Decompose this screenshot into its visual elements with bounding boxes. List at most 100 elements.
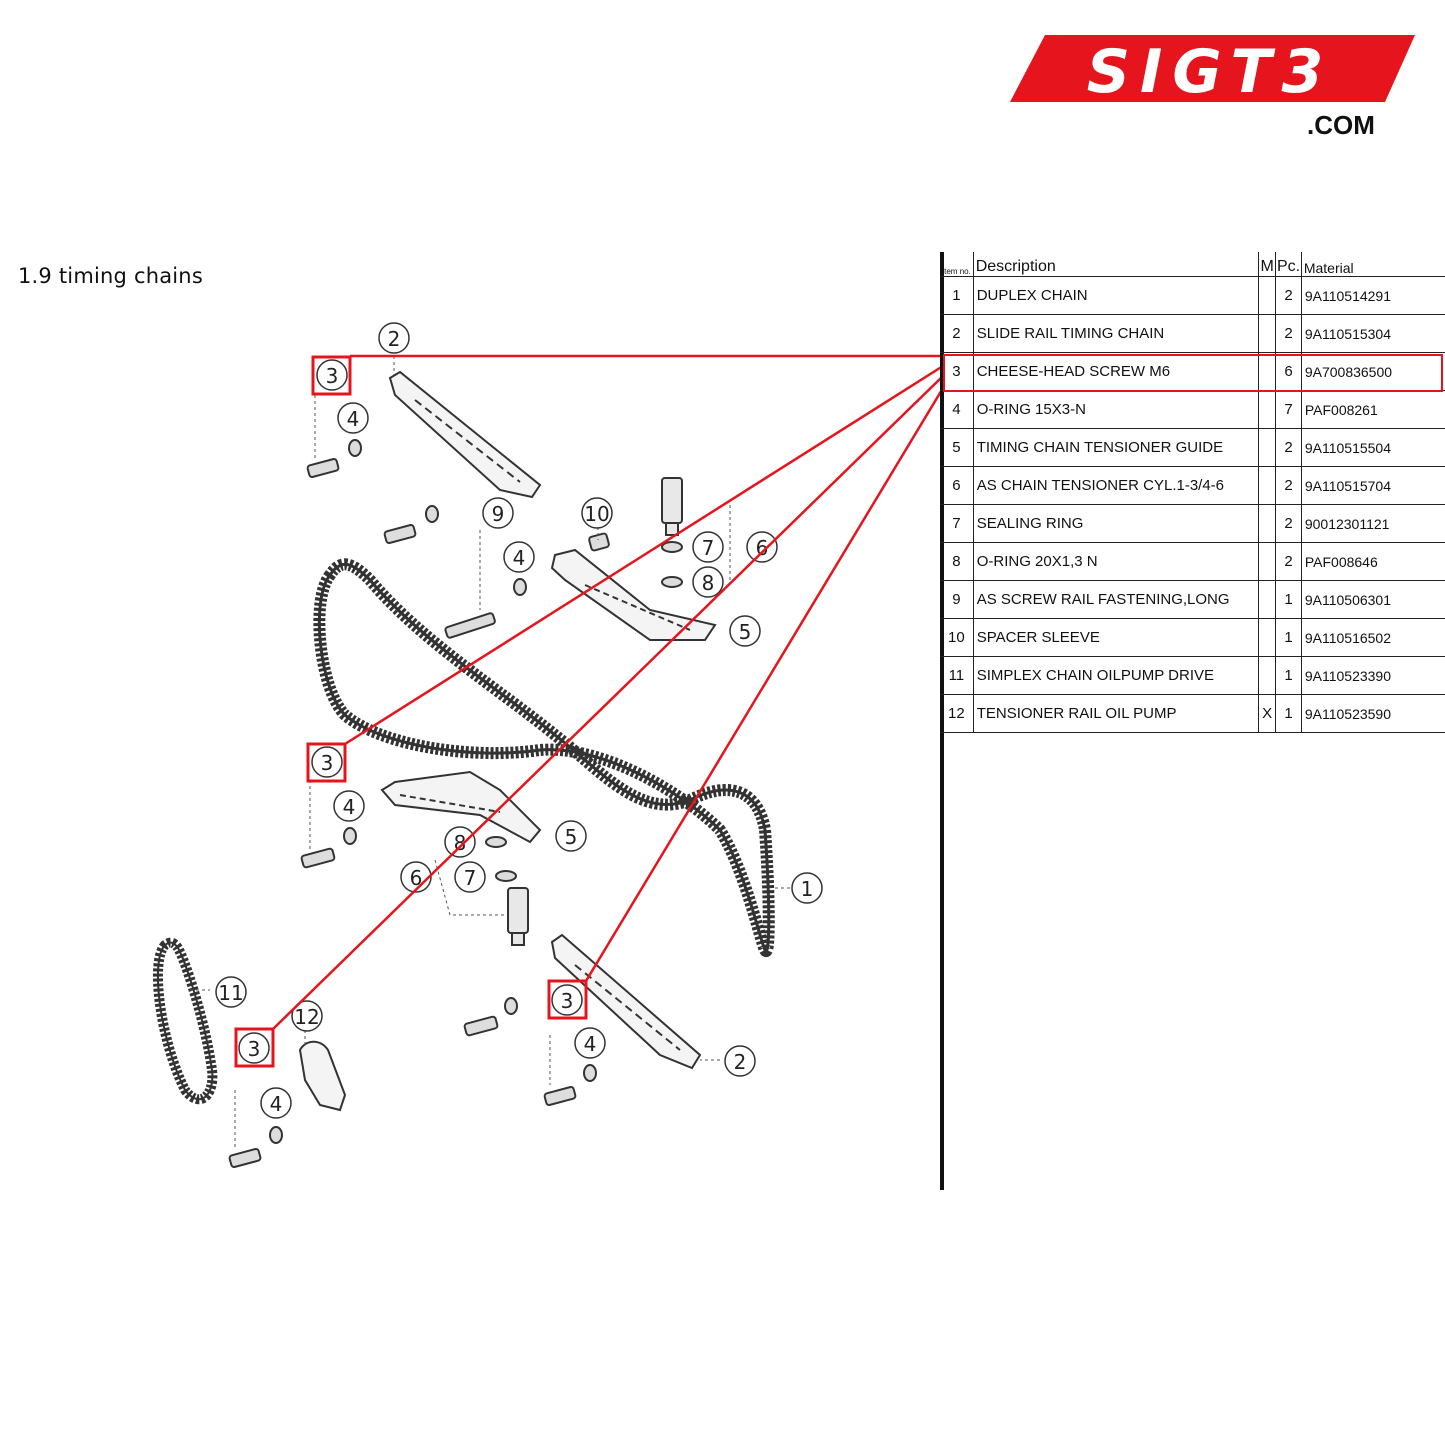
header-item-no: Item no. xyxy=(940,252,974,277)
cell-pc: 1 xyxy=(1275,580,1302,619)
callout-4: 4 xyxy=(584,1032,597,1056)
cell-material: 90012301121 xyxy=(1300,504,1445,543)
chain-tensioner-upper xyxy=(661,477,683,536)
logo-domain: .COM xyxy=(1307,110,1375,140)
cell-m xyxy=(1257,618,1276,657)
callout-1: 1 xyxy=(801,877,814,901)
cell-m xyxy=(1257,314,1276,353)
cell-description: AS CHAIN TENSIONER CYL.1-3/4-6 xyxy=(972,466,1259,505)
callout-11: 11 xyxy=(218,981,243,1005)
cell-material: 9A110516502 xyxy=(1300,618,1445,657)
cell-material: PAF008261 xyxy=(1300,390,1445,429)
cell-material: 9A110514291 xyxy=(1300,276,1445,315)
highlight-connectors xyxy=(272,354,945,1030)
leader-lines xyxy=(190,350,790,1150)
chain-tensioner-lower xyxy=(507,887,529,946)
callout-8: 8 xyxy=(702,571,715,595)
cell-description: SPACER SLEEVE xyxy=(972,618,1259,657)
cell-pc: 2 xyxy=(1275,314,1302,353)
cell-description: TENSIONER RAIL OIL PUMP xyxy=(972,694,1259,733)
cell-pc: 1 xyxy=(1275,694,1302,733)
cell-pc: 1 xyxy=(1275,618,1302,657)
cell-pc: 1 xyxy=(1275,656,1302,695)
cell-description: SLIDE RAIL TIMING CHAIN xyxy=(972,314,1259,353)
cell-pc: 2 xyxy=(1275,276,1302,315)
cell-description: TIMING CHAIN TENSIONER GUIDE xyxy=(972,428,1259,467)
cell-material: 9A110515704 xyxy=(1300,466,1445,505)
cell-material: 9A110523590 xyxy=(1300,694,1445,733)
cell-material: PAF008646 xyxy=(1300,542,1445,581)
header-pc: Pc. xyxy=(1275,252,1302,277)
callout-3: 3 xyxy=(248,1037,261,1061)
tensioner-rail-oil-pump xyxy=(298,1040,347,1112)
cell-pc: 7 xyxy=(1275,390,1302,429)
callout-10: 10 xyxy=(584,502,609,526)
header-material: Material xyxy=(1300,252,1445,277)
callout-4: 4 xyxy=(343,795,356,819)
cell-pc: 2 xyxy=(1275,428,1302,467)
cell-item: 9 xyxy=(940,580,974,619)
sigt3-logo: SIGT3 .COM xyxy=(1010,35,1415,140)
cell-item: 4 xyxy=(940,390,974,429)
cell-m xyxy=(1257,276,1276,315)
simplex-chain xyxy=(152,937,218,1105)
cell-m xyxy=(1257,504,1276,543)
slide-rail-lower xyxy=(550,933,702,1070)
cell-m xyxy=(1257,428,1276,467)
cell-description: AS SCREW RAIL FASTENING,LONG xyxy=(972,580,1259,619)
table-header-row: Item no. Description M Pc. Material xyxy=(940,252,1445,277)
highlighted-row-frame xyxy=(943,354,1443,392)
logo-wordmark: SIGT3 xyxy=(1087,37,1333,107)
callout-circles xyxy=(215,322,823,1119)
cell-m xyxy=(1257,580,1276,619)
tensioner-guide-lower xyxy=(380,770,542,844)
callout-5: 5 xyxy=(565,825,578,849)
cell-item: 12 xyxy=(940,694,974,733)
cell-item: 11 xyxy=(940,656,974,695)
cell-item: 10 xyxy=(940,618,974,657)
header-m: M xyxy=(1257,252,1276,277)
cell-material: 9A110523390 xyxy=(1300,656,1445,695)
cell-item: 5 xyxy=(940,428,974,467)
tensioner-guide-upper xyxy=(550,548,717,641)
cell-pc: 2 xyxy=(1275,466,1302,505)
cell-material: 9A700836500 xyxy=(1300,352,1445,391)
cell-item: 8 xyxy=(940,542,974,581)
cell-m: X xyxy=(1257,694,1276,733)
callout-9: 9 xyxy=(492,502,505,526)
cell-material: 9A110515304 xyxy=(1300,314,1445,353)
callout-3: 3 xyxy=(321,751,334,775)
cell-item: 1 xyxy=(940,276,974,315)
duplex-chain xyxy=(313,558,775,958)
cell-description: SIMPLEX CHAIN OILPUMP DRIVE xyxy=(972,656,1259,695)
highlight-boxes xyxy=(234,355,588,1068)
cell-item: 7 xyxy=(940,504,974,543)
callout-2: 2 xyxy=(734,1050,747,1074)
cell-item: 2 xyxy=(940,314,974,353)
callout-7: 7 xyxy=(702,536,715,560)
section-title: 1.9 timing chains xyxy=(18,264,203,288)
cell-description: O-RING 15X3-N xyxy=(972,390,1259,429)
callout-12: 12 xyxy=(294,1005,319,1029)
header-description: Description xyxy=(972,252,1259,277)
callout-4: 4 xyxy=(513,546,526,570)
cell-description: DUPLEX CHAIN xyxy=(972,276,1259,315)
cell-pc: 2 xyxy=(1275,542,1302,581)
cell-item: 6 xyxy=(940,466,974,505)
cell-description: SEALING RING xyxy=(972,504,1259,543)
callout-4: 4 xyxy=(270,1092,283,1116)
callout-2: 2 xyxy=(388,327,401,351)
callout-3: 3 xyxy=(561,989,574,1013)
